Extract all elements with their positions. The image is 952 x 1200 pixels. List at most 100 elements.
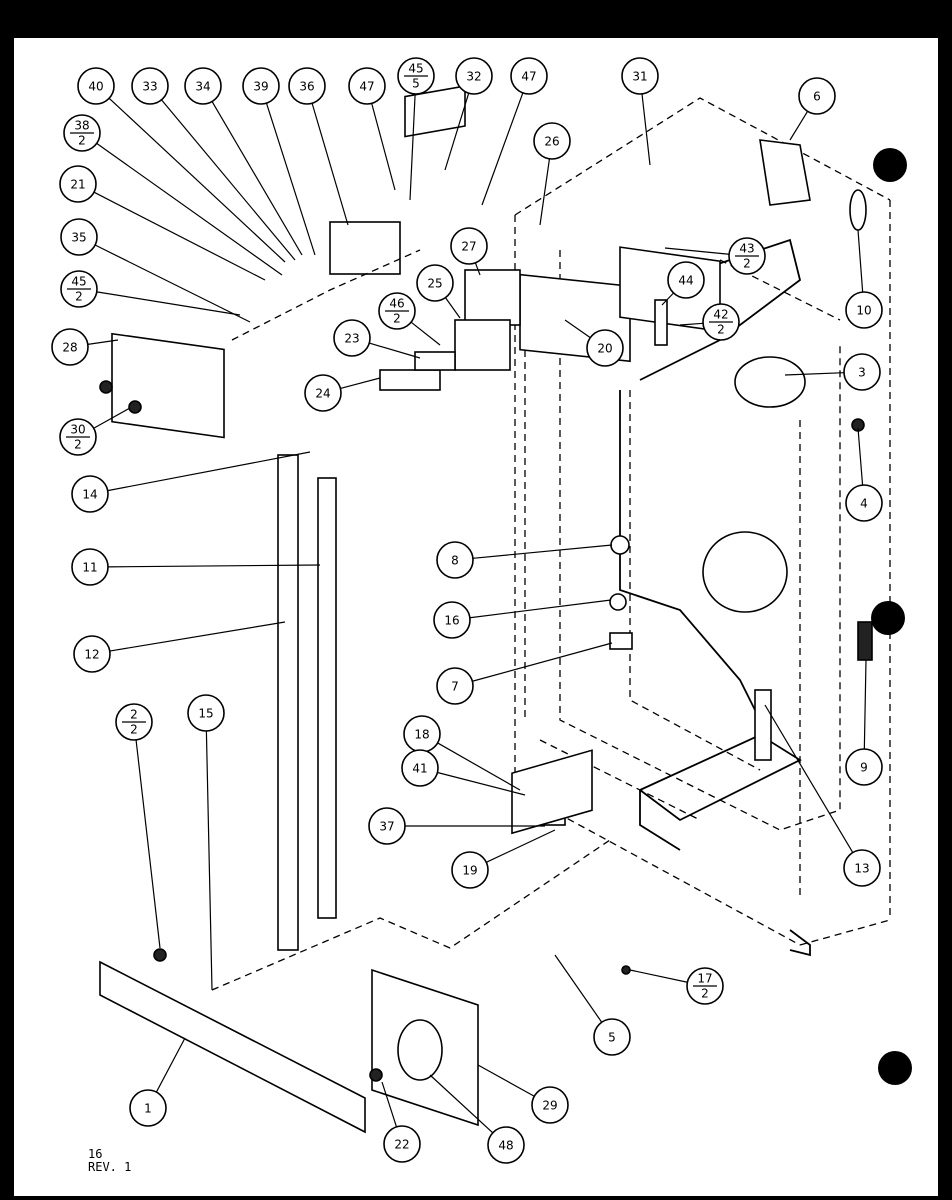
block-5 <box>511 749 593 835</box>
leader-line-c10 <box>857 229 864 293</box>
callout-c41: 41 <box>401 749 439 787</box>
callout-c48: 48 <box>487 1126 525 1164</box>
callout-circle <box>304 374 342 412</box>
callout-c5: 5 <box>593 1018 631 1056</box>
callout-part-number: 24 <box>315 387 330 401</box>
callout-part-number: 42 <box>713 308 728 322</box>
leader-line-c29 <box>477 1064 535 1097</box>
strip-12 <box>277 454 299 951</box>
leader-line-c15 <box>205 730 213 991</box>
callout-part-number: 45 <box>408 62 423 76</box>
callout-part-number: 11 <box>82 561 97 575</box>
callout-quantity: 5 <box>412 77 420 91</box>
callout-circle <box>60 218 98 256</box>
part-23 <box>414 351 456 371</box>
part-8 <box>610 535 630 555</box>
leader-line-c44 <box>661 292 674 306</box>
callout-part-number: 30 <box>70 423 85 437</box>
callout-c22: 22 <box>383 1125 421 1163</box>
callout-circle <box>129 1089 167 1127</box>
leader-line-c18 <box>437 742 521 791</box>
callout-quantity: 2 <box>130 723 138 737</box>
callout-c40: 40 <box>77 67 115 105</box>
callout-c45b: 452 <box>60 270 98 308</box>
callout-c7: 7 <box>436 667 474 705</box>
leader-line-c25 <box>444 297 461 319</box>
callout-part-number: 37 <box>379 820 394 834</box>
callout-part-number: 36 <box>299 80 314 94</box>
callout-part-number: 8 <box>451 554 459 568</box>
callout-c37: 37 <box>368 807 406 845</box>
callout-c20: 20 <box>586 329 624 367</box>
callout-circle <box>667 261 705 299</box>
leader-line-c11 <box>107 564 321 568</box>
callout-circle <box>187 694 225 732</box>
leader-line-c40 <box>108 97 286 263</box>
callout-c43: 432 <box>728 237 766 275</box>
callout-circle <box>401 749 439 787</box>
part-16 <box>609 593 627 611</box>
callout-c27: 27 <box>450 227 488 265</box>
leader-line-c23 <box>369 342 421 359</box>
callout-circle <box>843 849 881 887</box>
callout-circle <box>383 1125 421 1163</box>
part-7 <box>609 632 633 650</box>
parts-layer <box>99 85 873 1134</box>
callout-circle <box>416 264 454 302</box>
callout-c45a: 455 <box>397 57 435 95</box>
leader-line-c1 <box>155 1037 186 1093</box>
callout-circle <box>845 748 883 786</box>
leader-line-c7 <box>472 642 613 682</box>
bulb-10 <box>849 189 867 231</box>
callout-circle <box>242 67 280 105</box>
callout-c10: 10 <box>845 291 883 329</box>
housing-25 <box>454 319 511 371</box>
callout-circle <box>845 291 883 329</box>
opening-48 <box>397 1019 443 1081</box>
callout-circle <box>71 475 109 513</box>
callout-part-number: 12 <box>84 648 99 662</box>
bulb-9 <box>857 621 873 661</box>
callout-part-number: 4 <box>860 497 868 511</box>
callout-balloons: 1223456789101112131415161721819202122232… <box>51 57 883 1164</box>
footer: 16 REV. 1 <box>88 1148 131 1174</box>
part-44 <box>654 299 668 346</box>
leader-line-c45a <box>409 93 416 201</box>
callout-circle <box>77 67 115 105</box>
callout-circle <box>131 67 169 105</box>
callout-part-number: 38 <box>74 119 89 133</box>
callout-part-number: 33 <box>142 80 157 94</box>
callout-c9: 9 <box>845 748 883 786</box>
knob-right <box>128 400 142 414</box>
callout-part-number: 39 <box>253 80 268 94</box>
callout-circle <box>184 67 222 105</box>
leader-line-c33 <box>161 99 296 261</box>
screw-2 <box>153 948 167 962</box>
callout-circle <box>593 1018 631 1056</box>
callout-c34: 34 <box>184 67 222 105</box>
light-bracket-6 <box>759 139 811 206</box>
callout-quantity: 2 <box>74 438 82 452</box>
callout-circle <box>586 329 624 367</box>
leader-line-c19 <box>486 829 556 863</box>
callout-c23: 23 <box>333 319 371 357</box>
callout-c47a: 47 <box>348 67 386 105</box>
callout-circle <box>531 1086 569 1124</box>
callout-part-number: 18 <box>414 728 429 742</box>
leader-line-c28 <box>87 339 119 345</box>
control-housing <box>111 332 225 439</box>
callout-part-number: 10 <box>856 304 871 318</box>
callout-part-number: 19 <box>462 864 477 878</box>
leader-line-c45b <box>96 291 241 316</box>
callout-c13: 13 <box>843 849 881 887</box>
callout-part-number: 44 <box>678 274 693 288</box>
callout-part-number: 20 <box>597 342 612 356</box>
callout-part-number: 7 <box>451 680 459 694</box>
leader-line-c38 <box>96 142 283 276</box>
callout-part-number: 46 <box>389 297 404 311</box>
callout-quantity: 2 <box>717 323 725 337</box>
callout-part-number: 2 <box>130 708 138 722</box>
leader-line-c26 <box>539 158 551 226</box>
callout-c31: 31 <box>621 57 659 95</box>
